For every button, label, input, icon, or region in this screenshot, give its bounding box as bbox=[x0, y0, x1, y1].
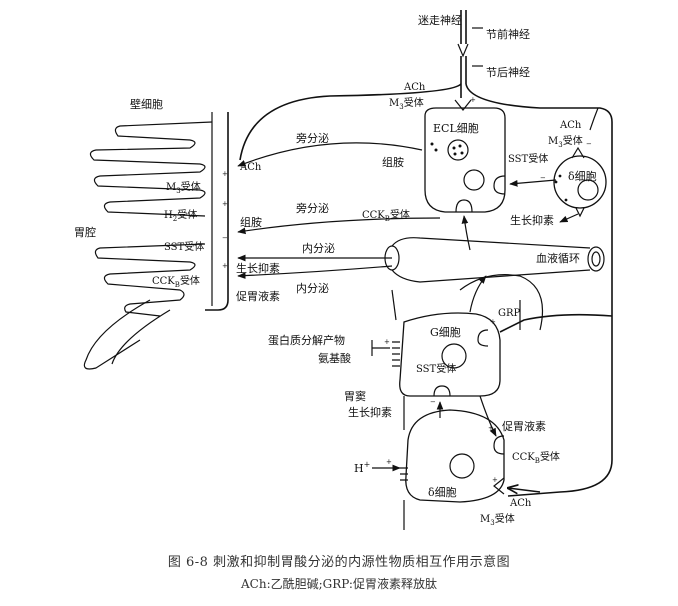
label-somatostatin-antrum: 生长抑素 bbox=[348, 405, 392, 419]
label-sst-receptor-ecl: SST受体 bbox=[508, 153, 548, 165]
label-ach-right: ACh bbox=[559, 120, 582, 131]
svg-text:+: + bbox=[470, 96, 476, 104]
label-delta-cell-bottom: δ细胞 bbox=[428, 486, 457, 499]
m3-receptor-ecl bbox=[454, 99, 472, 111]
delta-cell-top bbox=[553, 146, 607, 218]
label-m3-left: M3受体 bbox=[166, 181, 201, 195]
label-endocrine-1: 内分泌 bbox=[302, 241, 335, 255]
signal-arrows bbox=[237, 142, 613, 492]
figure-caption-legend: ACh:乙酰胆碱;GRP:促胃液素释放肽 bbox=[241, 577, 437, 591]
label-postganglionic: 节后神经 bbox=[486, 65, 530, 79]
label-gastrin-left: 促胃液素 bbox=[236, 289, 280, 303]
label-histamine: 组胺 bbox=[382, 155, 404, 169]
svg-text:+: + bbox=[490, 318, 496, 326]
svg-text:−: − bbox=[586, 140, 592, 148]
label-paracrine-2: 旁分泌 bbox=[296, 201, 329, 215]
label-paracrine-1: 旁分泌 bbox=[296, 131, 329, 145]
label-m3-top: M3受体 bbox=[389, 97, 424, 111]
label-gastric-lumen: 胃腔 bbox=[74, 225, 96, 239]
label-somatostatin-right: 生长抑素 bbox=[510, 213, 554, 227]
label-cckb-delta: CCKB受体 bbox=[512, 451, 560, 465]
label-g-cell: G细胞 bbox=[430, 326, 461, 339]
label-h-plus: H+ bbox=[354, 460, 370, 475]
svg-text:+: + bbox=[384, 338, 390, 346]
label-delta-cell-top: δ细胞 bbox=[568, 170, 597, 183]
gastric-acid-regulation-diagram: 迷走神经 节前神经 节后神经 ACh M3受体 ECL细胞 组胺 旁分泌 壁细胞… bbox=[74, 10, 613, 530]
antrum-wall bbox=[391, 289, 521, 530]
label-ach-left: ACh bbox=[239, 162, 262, 173]
g-cell bbox=[392, 312, 501, 397]
svg-text:−: − bbox=[540, 174, 546, 182]
svg-text:+: + bbox=[222, 262, 228, 270]
label-histamine-2: 组胺 bbox=[240, 215, 262, 229]
label-amino-acids: 氨基酸 bbox=[318, 351, 351, 365]
svg-text:+: + bbox=[492, 476, 498, 484]
label-ach-bottom: ACh bbox=[509, 498, 532, 509]
svg-text:+: + bbox=[222, 200, 228, 208]
svg-text:−: − bbox=[430, 398, 436, 406]
diagram-labels: 迷走神经 节前神经 节后神经 ACh M3受体 ECL细胞 组胺 旁分泌 壁细胞… bbox=[74, 13, 597, 527]
vagus-nerve bbox=[239, 10, 613, 497]
parietal-cell-wall bbox=[83, 112, 229, 370]
label-ecl-cell: ECL细胞 bbox=[433, 122, 479, 135]
label-parietal-cell: 壁细胞 bbox=[130, 97, 163, 111]
label-cckb-left: CCKB受体 bbox=[152, 275, 200, 289]
svg-text:+: + bbox=[488, 424, 494, 432]
label-ach-top: ACh bbox=[403, 82, 426, 93]
figure-caption-title: 图 6-8 刺激和抑制胃酸分泌的内源性物质相互作用示意图 bbox=[167, 555, 511, 570]
svg-text:−: − bbox=[222, 234, 228, 242]
label-gastrin-antrum: 促胃液素 bbox=[502, 419, 546, 433]
svg-text:+: + bbox=[222, 170, 228, 178]
label-preganglionic: 节前神经 bbox=[486, 27, 530, 41]
label-sst-receptor-left: SST受体 bbox=[164, 241, 204, 253]
label-endocrine-2: 内分泌 bbox=[296, 281, 329, 295]
blood-vessel bbox=[384, 237, 605, 331]
label-somatostatin-left: 生长抑素 bbox=[236, 261, 280, 275]
svg-text:+: + bbox=[386, 458, 392, 466]
label-h2-receptor: H2受体 bbox=[164, 209, 197, 223]
label-sst-receptor-g: SST受体 bbox=[416, 363, 456, 375]
label-m3-right: M3受体 bbox=[548, 135, 583, 149]
label-cckb-ecl: CCKB受体 bbox=[362, 209, 410, 223]
label-blood-circulation: 血液循环 bbox=[536, 251, 580, 265]
ecl-cell bbox=[424, 107, 506, 213]
sign-marks: + + + − + − + − + + + + − bbox=[222, 96, 592, 484]
label-m3-bottom: M3受体 bbox=[480, 513, 515, 527]
label-grp: GRP bbox=[498, 308, 521, 319]
label-antrum: 胃窦 bbox=[344, 390, 366, 403]
label-protein-products: 蛋白质分解产物 bbox=[268, 333, 345, 347]
label-vagus: 迷走神经 bbox=[418, 13, 462, 27]
delta-cell-bottom bbox=[400, 409, 505, 503]
